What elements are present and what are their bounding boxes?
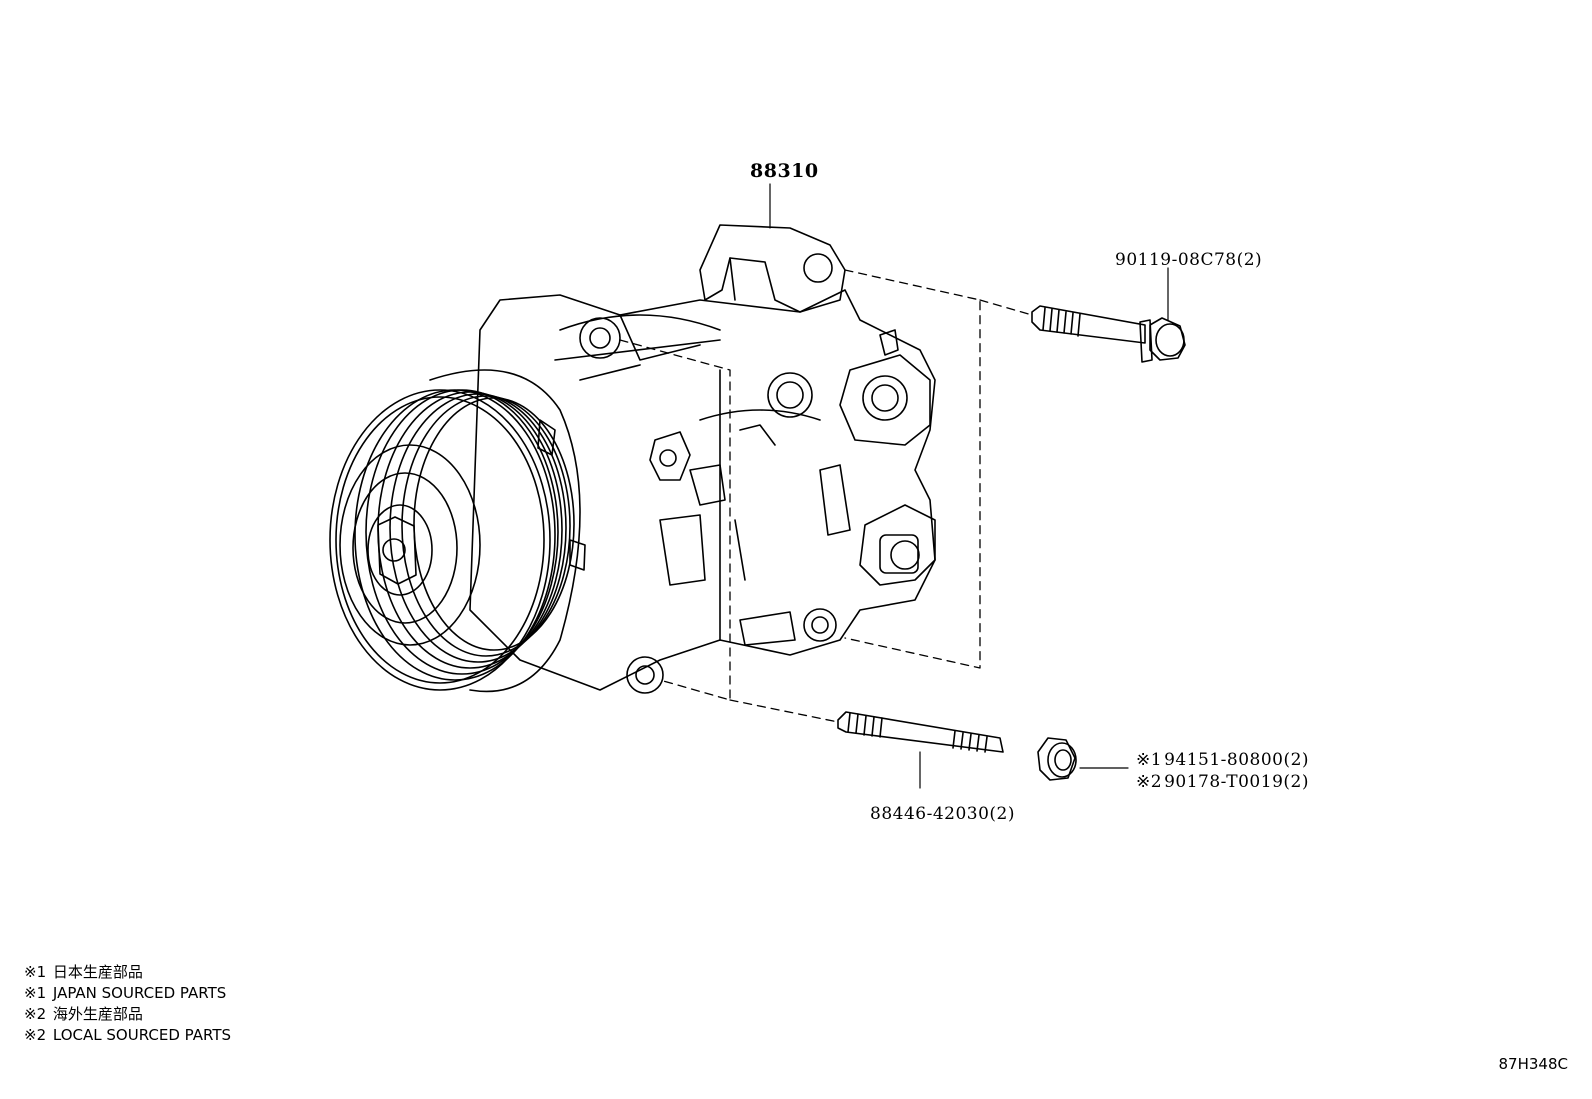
upper-bolt-illustration: [1031, 305, 1186, 363]
sourcing-legend: ※1 日本生産部品 ※1 JAPAN SOURCED PARTS ※2 海外生産…: [24, 962, 231, 1046]
legend-mark: ※1: [24, 984, 47, 1002]
nut-local-part-number: 90178-T0019(2): [1164, 772, 1309, 792]
upper-bolt-part-number: 90119-08C78(2): [1115, 250, 1263, 270]
legend-text: LOCAL SOURCED PARTS: [52, 1026, 232, 1044]
alignment-dashed-lines: [619, 269, 1033, 723]
legend-row: ※2 海外生産部品: [24, 1004, 231, 1025]
diagram-reference-id: 87H348C: [1498, 1055, 1568, 1073]
stud-part-number: 88446-42030(2): [870, 804, 1015, 824]
pulley-illustration: [329, 389, 575, 691]
legend-row: ※1 JAPAN SOURCED PARTS: [24, 983, 231, 1004]
compressor-illustration: [429, 224, 936, 694]
note-1-mark: ※1: [1136, 750, 1163, 770]
legend-mark: ※2: [24, 1005, 47, 1023]
legend-text: 日本生産部品: [52, 963, 143, 981]
note-2-mark: ※2: [1136, 772, 1163, 792]
legend-mark: ※1: [24, 963, 47, 981]
legend-row: ※2 LOCAL SOURCED PARTS: [24, 1025, 231, 1046]
stud-illustration: [837, 711, 1004, 753]
nut-japan-part-number: 94151-80800(2): [1164, 750, 1310, 770]
legend-row: ※1 日本生産部品: [24, 962, 231, 983]
compressor-part-number: 88310: [750, 160, 819, 182]
legend-text: 海外生産部品: [52, 1005, 143, 1023]
legend-mark: ※2: [24, 1026, 47, 1044]
leader-lines: [769, 183, 1169, 789]
nut-illustration: [1037, 737, 1077, 781]
legend-text: JAPAN SOURCED PARTS: [52, 984, 227, 1002]
